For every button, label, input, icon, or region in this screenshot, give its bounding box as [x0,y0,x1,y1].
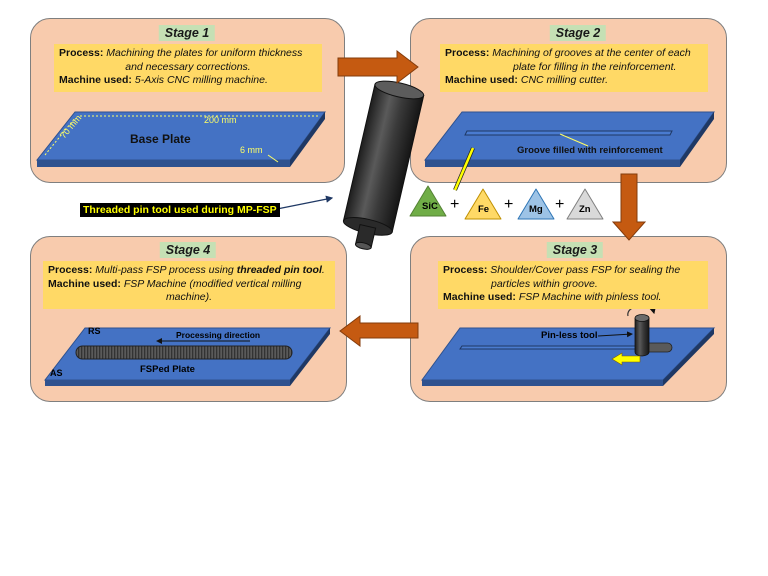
stage1-title: Stage 1 [158,25,216,41]
stage1-process-text-cont: and necessary corrections. [125,60,251,73]
particle-zn [566,188,604,220]
stage2-process-label: Process: [445,47,490,59]
stage1-info-box: Process: Machining the plates for unifor… [54,44,322,92]
stage4-process-text: Multi-pass FSP process using [95,264,237,276]
stage4-plate-label: FSPed Plate [140,364,195,375]
stage1-machine-label: Machine used: [59,74,132,86]
stage4-as-label: AS [50,368,63,378]
stage1-process-text: Machining the plates for uniform thickne… [106,47,303,59]
stage2-groove-label: Groove filled with reinforcement [517,145,663,156]
particle-sic [409,185,447,217]
stage2-title: Stage 2 [549,25,607,41]
stage3-machine-text: FSP Machine with pinless tool. [518,291,662,303]
flow-arrow-2-to-3 [611,173,647,241]
stage4-direction-label: Processing direction [176,330,261,340]
stage4-process-text-bold: threaded pin tool [236,264,322,276]
stage2-machine-label: Machine used: [445,74,518,86]
plus-sign-1: + [450,196,460,213]
stage1-plate-label: Base Plate [130,132,191,146]
stage3-title: Stage 3 [546,242,604,258]
particle-mg-label: Mg [529,204,543,215]
stage2-info-box: Process: Machining of grooves at the cen… [440,44,708,92]
stage4-plate [43,327,332,386]
particle-zn-label: Zn [579,204,591,215]
stage1-dim-length: 200 mm [204,115,237,125]
stage3-process-text: Shoulder/Cover pass FSP for sealing the [490,264,681,276]
stage3-direction-arrow [611,352,641,366]
plus-sign-2: + [504,196,514,213]
stage1-machine-text: 5-Axis CNC milling machine. [134,74,268,86]
stage1-dim-thickness: 6 mm [240,145,263,155]
stage3-tool-label: Pin-less tool [541,330,598,341]
plus-sign-3: + [555,196,565,213]
stage4-process-text-end: . [321,264,325,276]
stage2-process-text: Machining of grooves at the center of ea… [492,47,691,59]
particle-mg [517,188,555,220]
pinless-tool [597,305,656,357]
stage3-process-label: Process: [443,264,488,276]
threaded-tool-caption: Threaded pin tool used during MP-FSP [80,203,280,217]
stage1-base-plate [35,111,326,167]
stage3-process-text-cont: particles within groove. [491,277,598,290]
stage4-machine-text: FSP Machine (modified vertical milling [123,277,302,290]
stage4-info-box: Process: Multi-pass FSP process using th… [43,261,335,309]
stage3-machine-label: Machine used: [443,291,516,303]
stage3-info-box: Process: Shoulder/Cover pass FSP for sea… [438,261,708,309]
flow-arrow-1-to-2 [337,49,419,85]
stage2-machine-text: CNC milling cutter. [520,74,608,86]
threaded-pin-tool [342,80,425,250]
particle-sic-label: SiC [422,201,438,212]
stage2-plate [423,111,715,167]
stage4-title: Stage 4 [159,242,217,258]
particle-fe [464,188,502,220]
stage4-machine-text-cont: machine). [165,291,213,303]
stage4-machine-label: Machine used: [48,277,121,290]
stage1-process-label: Process: [59,47,104,59]
particle-fe-label: Fe [478,204,490,215]
stage4-process-label: Process: [48,264,93,276]
flow-arrow-3-to-4 [339,315,419,347]
stage2-process-text-cont: plate for filling in the reinforcement. [513,60,677,73]
stage4-rs-label: RS [88,326,101,336]
